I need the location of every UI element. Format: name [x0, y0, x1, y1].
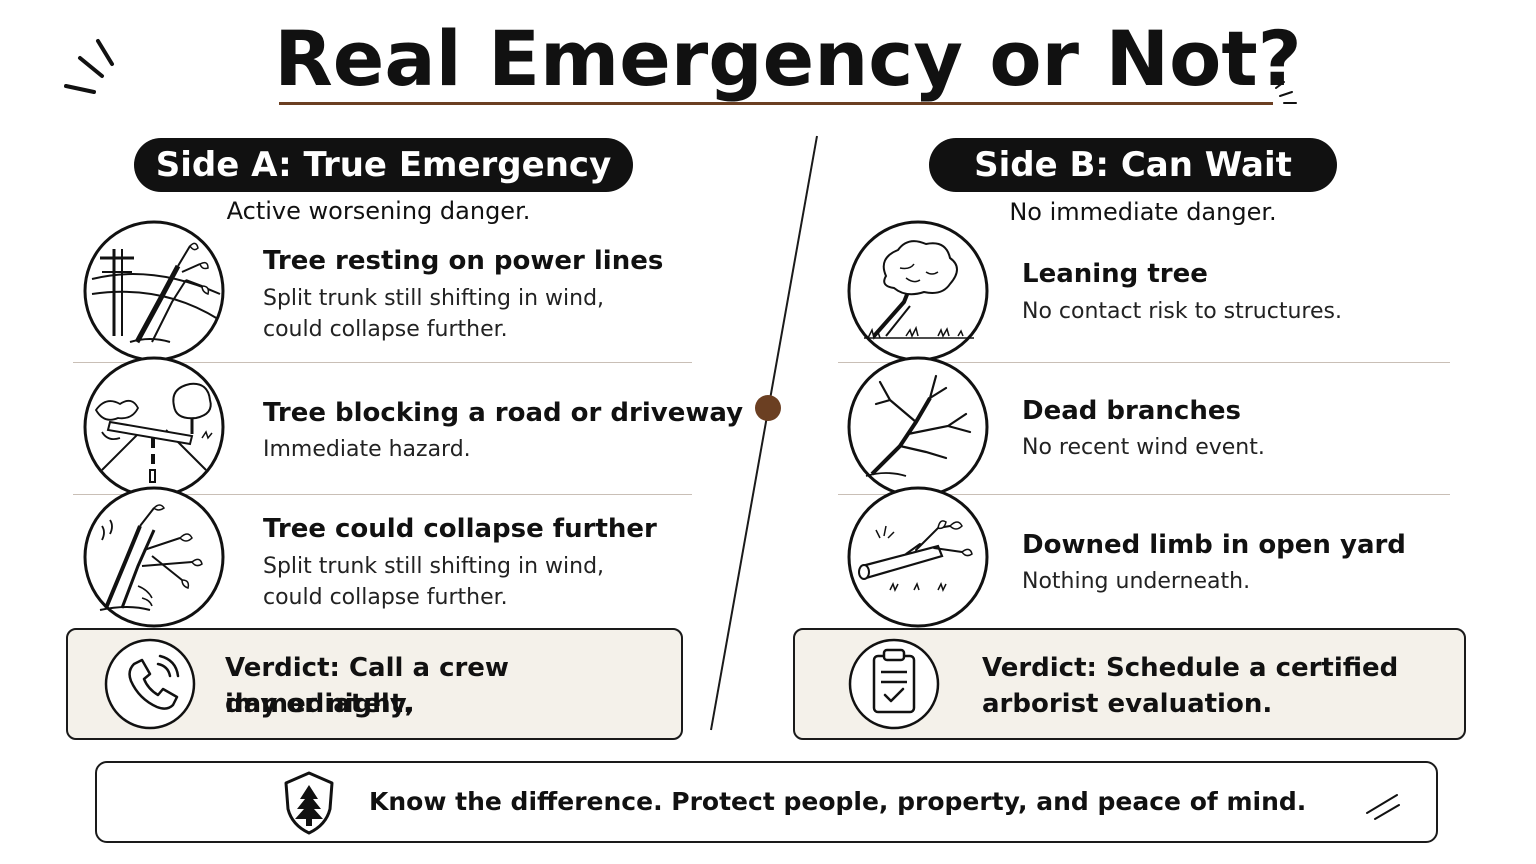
- side-a-verdict-line2: day or night.: [225, 689, 413, 719]
- side-a-item-3-desc-line1: Split trunk still shifting in wind,: [263, 554, 605, 579]
- side-a-divider-1: [73, 362, 692, 363]
- phone-icon: [104, 638, 196, 730]
- title-underline: [279, 102, 1273, 105]
- footer-banner: Know the difference. Protect people, pro…: [95, 761, 1438, 843]
- side-b-item-1-desc: No contact risk to structures.: [1022, 299, 1342, 324]
- leaning-tree-icon: [847, 220, 989, 362]
- center-separator: [710, 135, 818, 731]
- side-a-item-1-title: Tree resting on power lines: [263, 246, 664, 276]
- side-a-item-2-desc: Immediate hazard.: [263, 437, 471, 462]
- page-title: Real Emergency or Not?: [274, 14, 1302, 103]
- side-b-item-2-desc: No recent wind event.: [1022, 435, 1265, 460]
- side-b-item-2-title: Dead branches: [1022, 396, 1241, 426]
- shield-tree-icon: [284, 771, 334, 835]
- side-b-item-1-title: Leaning tree: [1022, 259, 1208, 289]
- downed-limb-icon: [847, 486, 989, 628]
- side-b-subtitle: No immediate danger.: [1009, 198, 1277, 226]
- split-tree-icon: [83, 486, 225, 628]
- side-a-divider-2: [73, 494, 692, 495]
- side-b-verdict-line2: arborist evaluation.: [982, 689, 1273, 719]
- side-a-item-3-title: Tree could collapse further: [263, 514, 657, 544]
- side-a-verdict-box: Verdict: Call a crew immediately, day or…: [66, 628, 683, 740]
- side-a-item-1-desc-line2: could collapse further.: [263, 317, 508, 342]
- side-a-verdict-line1: Verdict: Call a crew immediately,: [225, 653, 509, 719]
- side-b-divider-1: [838, 362, 1450, 363]
- side-b-verdict-line1: Verdict: Schedule a certified: [982, 653, 1399, 683]
- side-b-divider-2: [838, 494, 1450, 495]
- side-a-subtitle: Active worsening danger.: [226, 197, 531, 225]
- side-a-item-3-desc-line2: could collapse further.: [263, 585, 508, 610]
- tree-blocking-road-icon: [83, 356, 225, 498]
- side-a-item-2-title: Tree blocking a road or driveway: [263, 398, 744, 428]
- side-a-label: Side A: True Emergency: [134, 138, 633, 192]
- dead-branches-icon: [847, 356, 989, 498]
- footer-text: Know the difference. Protect people, pro…: [369, 787, 1307, 816]
- side-b-verdict-box: Verdict: Schedule a certified arborist e…: [793, 628, 1466, 740]
- side-b-item-3-title: Downed limb in open yard: [1022, 530, 1406, 560]
- side-a-item-1-desc-line1: Split trunk still shifting in wind,: [263, 286, 605, 311]
- tree-on-power-lines-icon: [83, 220, 225, 362]
- side-b-item-3-desc: Nothing underneath.: [1022, 569, 1251, 594]
- burst-left-icon: [64, 39, 114, 94]
- side-b-label: Side B: Can Wait: [929, 138, 1337, 192]
- decorative-stroke-icon: [1366, 794, 1400, 820]
- clipboard-check-icon: [848, 638, 940, 730]
- burst-right-icon: [1275, 81, 1297, 104]
